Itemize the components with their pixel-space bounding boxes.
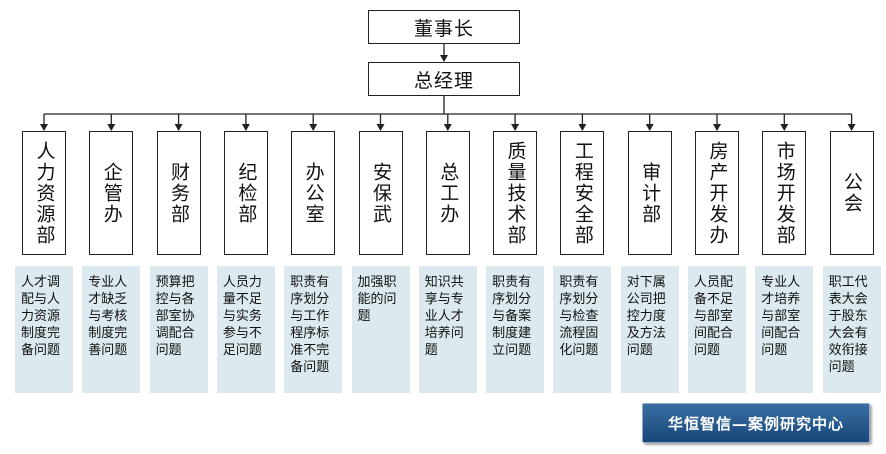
- department-name: 审计部: [639, 161, 662, 225]
- department-issue-note: 职责有序划分与备案制度建立问题: [486, 266, 545, 393]
- department-box: 纪检部: [223, 131, 268, 255]
- department-issue-note: 对下属公司把控力度及方法问题: [620, 266, 679, 393]
- department-issue-note: 专业人才培养与部室间配合问题: [755, 266, 814, 393]
- department-issue-note: 知识共享与专业人才培养问题: [418, 266, 477, 393]
- department-name: 市场开发部: [773, 140, 796, 246]
- department-issue-note: 预算把控与各部室协调配合问题: [149, 266, 208, 393]
- chairman-box: 董事长: [368, 10, 520, 44]
- department-issue-note: 加强职能的问题: [351, 266, 410, 393]
- department-box: 企管办: [89, 131, 134, 255]
- department-issue-note: 职工代表大会于股东大会有效衔接问题: [822, 266, 881, 393]
- department-issue-note: 人员力量不足与实务参与不足问题: [216, 266, 275, 393]
- department-box: 审计部: [627, 131, 672, 255]
- department-issue-note: 职责有序划分与工作程序标准不完备问题: [284, 266, 343, 393]
- department-box: 财务部: [156, 131, 201, 255]
- general-manager-label: 总经理: [413, 69, 474, 92]
- department-name: 公会: [841, 172, 864, 214]
- department-name: 质量技术部: [504, 140, 527, 246]
- department-box: 房产开发办: [695, 131, 739, 255]
- department-issue-note: 专业人才缺乏与考核制度完善问题: [82, 266, 141, 393]
- department-name: 纪检部: [235, 161, 258, 225]
- department-box: 市场开发部: [762, 131, 807, 255]
- department-box: 安保武: [358, 131, 403, 255]
- department-name: 安保武: [369, 161, 392, 225]
- department-name: 工程安全部: [571, 140, 594, 246]
- general-manager-box: 总经理: [368, 62, 520, 96]
- department-issue-note: 职责有序划分与检查流程固化问题: [553, 266, 612, 393]
- department-box: 质量技术部: [493, 131, 538, 255]
- department-box: 人力资源部: [22, 131, 66, 255]
- department-name: 办公室: [302, 161, 325, 225]
- department-issue-note: 人才调配与人力资源制度完备问题: [15, 266, 73, 393]
- brand-label: 华恒智信—案例研究中心: [667, 414, 844, 433]
- department-issue-note: 人员配备不足与部室间配合问题: [688, 266, 746, 393]
- department-box: 公会: [829, 131, 874, 255]
- chairman-label: 董事长: [413, 17, 474, 40]
- department-name: 人力资源部: [33, 140, 56, 246]
- department-name: 房产开发办: [706, 140, 729, 246]
- department-name: 财务部: [168, 161, 191, 225]
- department-name: 总工办: [437, 161, 460, 225]
- department-box: 办公室: [291, 131, 336, 255]
- brand-banner: 华恒智信—案例研究中心: [642, 403, 870, 443]
- department-name: 企管办: [100, 161, 123, 225]
- department-box: 工程安全部: [560, 131, 605, 255]
- department-box: 总工办: [425, 131, 470, 255]
